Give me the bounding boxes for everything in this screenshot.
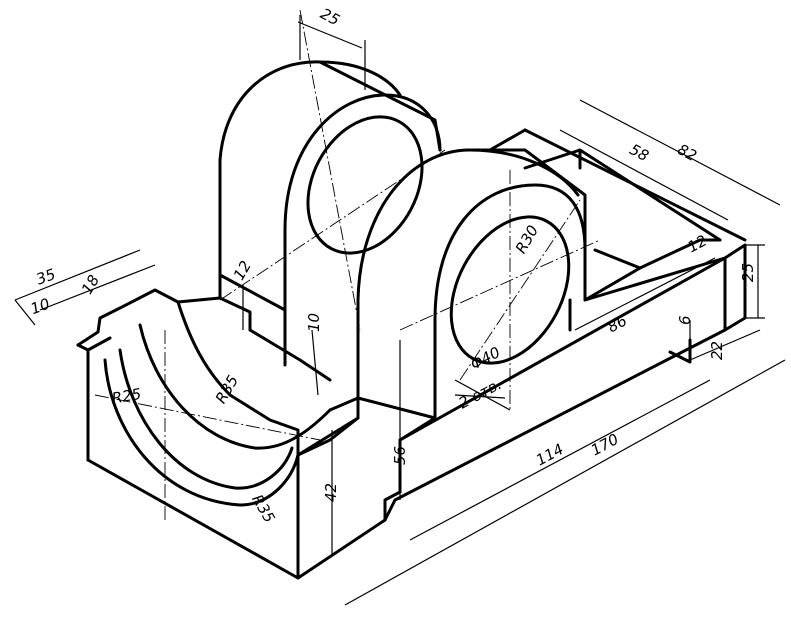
dimension-lines — [14, 15, 786, 606]
dim-22: 22 — [708, 341, 726, 360]
dim-12-left: 12 — [230, 258, 255, 284]
dim-25-right: 25 — [739, 263, 757, 282]
dim-12-right: 12 — [685, 231, 710, 256]
front-lug — [356, 148, 587, 442]
dim-10-mid: 10 — [305, 313, 323, 332]
left-saddle-block — [76, 273, 360, 507]
dimension-labels: 25 82 58 12 25 R30 86 6 22 Φ40 2 отв. 11… — [28, 4, 757, 525]
back-lug — [218, 60, 442, 367]
dim-25-top: 25 — [317, 4, 342, 29]
dim-10-left: 10 — [28, 295, 52, 318]
center-lines — [94, 9, 601, 520]
dim-86: 86 — [605, 311, 630, 336]
dim-35: 35 — [34, 265, 58, 288]
dim-r30: R30 — [512, 222, 542, 257]
dim-r35-lower: R35 — [248, 491, 278, 526]
dim-phi40: Φ40 — [467, 343, 503, 373]
dim-58: 58 — [626, 140, 651, 165]
dim-holes-note: 2 отв. — [456, 375, 505, 412]
dim-r25: R25 — [110, 385, 142, 408]
dim-56: 56 — [391, 446, 409, 465]
base-plate — [86, 243, 747, 580]
dim-42: 42 — [322, 483, 340, 502]
dim-6: 6 — [676, 315, 694, 325]
right-slot-frame — [488, 128, 747, 332]
dim-170: 170 — [588, 430, 622, 459]
